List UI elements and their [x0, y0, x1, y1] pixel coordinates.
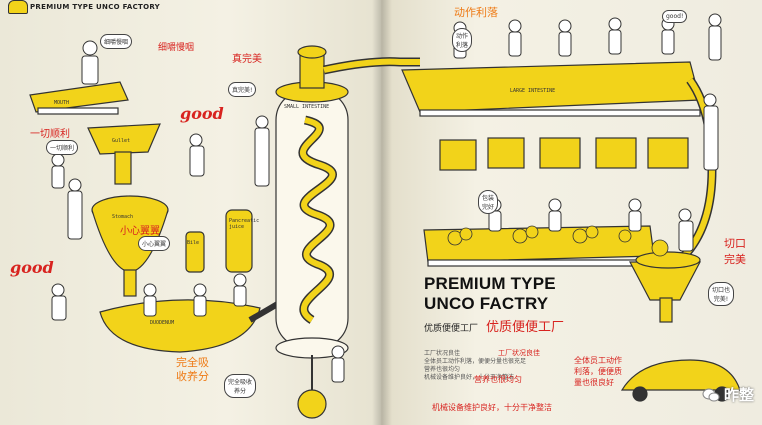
bubble-cut: 切口也 完美!: [708, 282, 734, 306]
label-duodenum: DUODENUM: [150, 320, 174, 326]
mouth-conveyor: [30, 82, 128, 114]
hw-good-2: good: [10, 258, 54, 277]
title-line-2: UNCO FACTRY: [424, 294, 564, 314]
title-line-1: PREMIUM TYPE: [424, 274, 564, 294]
hw-action: 动作利落: [454, 4, 498, 20]
sorting-boxes: [440, 138, 688, 170]
bubble-pack: 包装 完好: [478, 190, 498, 214]
label-small-intestine: SMALL INTESTINE: [284, 104, 329, 110]
bubble-absorb: 完全吸收 养分: [224, 374, 256, 398]
wechat-icon: [702, 388, 720, 402]
header-title: PREMIUM TYPE UNCO FACTORY: [30, 3, 160, 11]
label-pancreatic: Pancreatic juice: [229, 218, 251, 230]
label-large-intestine: LARGE INTESTINE: [510, 88, 555, 94]
hw-note-b: 全体员工动作 利落，便便质 量也很良好: [574, 355, 622, 388]
hw-good-1: good: [180, 104, 224, 123]
title-chinese: 优质便便工厂: [424, 321, 478, 334]
hw-note-a: 工厂状况良佳: [498, 348, 540, 358]
bubble-chew: 细嚼慢咽: [100, 34, 132, 49]
hw-cut: 切口 完美: [724, 236, 746, 268]
hw-careful: 小心翼翼: [120, 222, 160, 237]
watermark-text: 昨整: [724, 384, 754, 405]
hw-big-title: 优质便便工厂: [486, 316, 564, 335]
hw-absorb: 完全吸 收养分: [176, 356, 209, 384]
bubble-careful: 小心翼翼: [138, 236, 170, 251]
bubble-smooth2: 动作 利落: [452, 28, 472, 52]
bubble-perfect: 真完美!: [228, 82, 256, 97]
label-mouth: MOUTH: [54, 100, 69, 106]
hw-chew: 细嚼慢咽: [158, 40, 194, 53]
hw-note-d: 机械设备维护良好，十分干净整洁: [432, 402, 552, 413]
hw-perfect: 真完美: [232, 50, 262, 65]
transfer-pipe: [324, 62, 420, 70]
factory-logo-icon: [8, 0, 28, 14]
hw-smooth: 一切顺利: [30, 125, 70, 140]
title-cn-row: 优质便便工厂 优质便便工厂: [424, 316, 564, 335]
watermark: 昨整: [702, 384, 754, 405]
bubble-smooth: 一切顺利: [46, 140, 78, 155]
hw-note-c: 营养也很均匀: [474, 374, 522, 385]
bubble-good: good!: [662, 10, 687, 23]
title-block: PREMIUM TYPE UNCO FACTRY 优质便便工厂 优质便便工厂: [424, 274, 564, 335]
label-stomach: Stomach: [112, 214, 133, 220]
cutting-funnel: [630, 252, 700, 322]
body-line-3: 营养也很均匀: [424, 366, 544, 374]
label-bile: Bile: [187, 240, 199, 246]
body-line-2: 全体员工动作利落，便便分量也很充足: [424, 358, 544, 366]
label-gullet: Gullet: [112, 138, 130, 144]
gullet-funnel: [88, 124, 160, 184]
